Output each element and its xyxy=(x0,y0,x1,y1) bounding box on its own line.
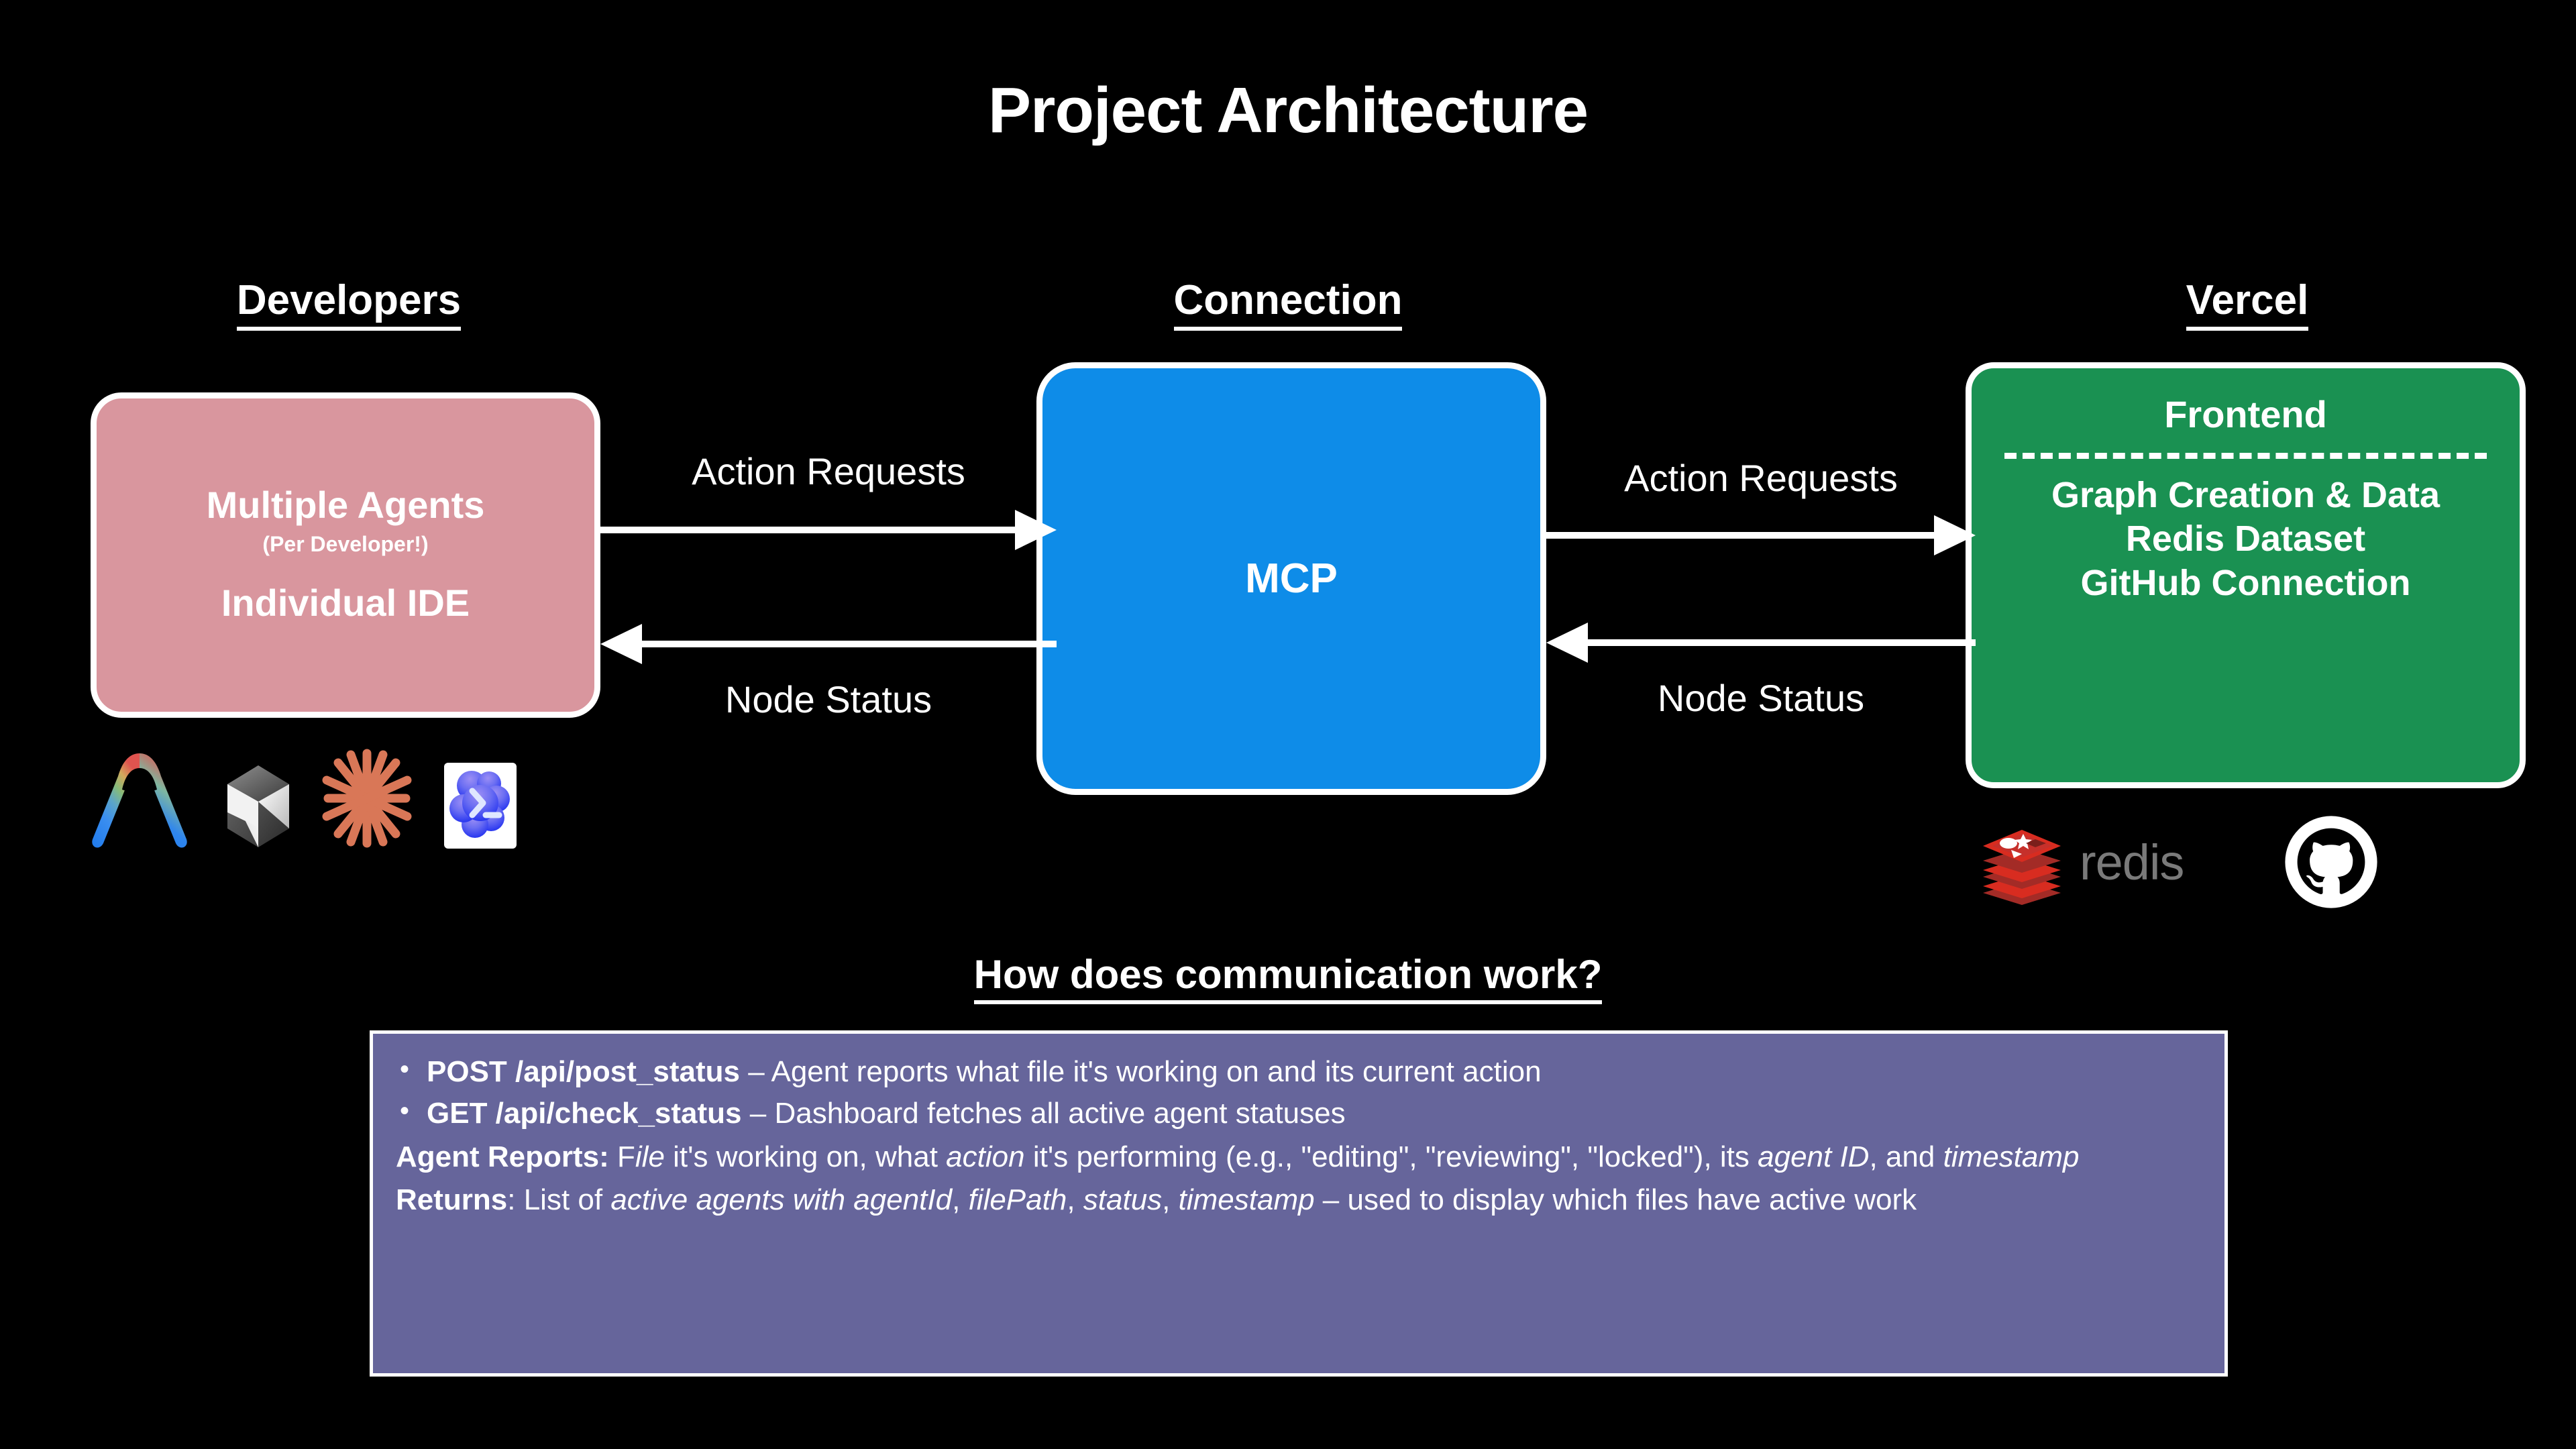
vercel-service-logos: redis xyxy=(1979,815,2378,909)
endpoint-list: POST /api/post_status – Agent reports wh… xyxy=(400,1051,2202,1135)
arrow-label-action-requests-right: Action Requests xyxy=(1624,457,1898,499)
returns-t1: : List of xyxy=(507,1183,611,1217)
endpoint-dash-post: – xyxy=(739,1055,771,1088)
agent-reports-label: Agent Reports: xyxy=(396,1140,609,1173)
page-title: Project Architecture xyxy=(987,74,1589,146)
vercel-line-2: Redis Dataset xyxy=(2125,519,2366,559)
agent-reports-paragraph: Agent Reports: File it's working on, wha… xyxy=(396,1136,2202,1178)
mcp-label: MCP xyxy=(1245,555,1338,602)
returns-t4: , xyxy=(1162,1183,1179,1217)
arrows-developers-mcp: Action Requests Node Status xyxy=(600,450,1057,738)
endpoint-name-get: GET /api/check_status xyxy=(427,1097,742,1130)
returns-i2: filePath xyxy=(968,1183,1067,1217)
vercel-dashed-divider xyxy=(2004,452,2487,459)
returns-i1: active agents with agentId xyxy=(610,1183,953,1217)
returns-t5: – used to display which files have activ… xyxy=(1314,1183,1917,1217)
endpoint-dash-get: – xyxy=(741,1097,775,1130)
list-item: POST /api/post_status – Agent reports wh… xyxy=(400,1051,2202,1093)
agent-reports-i3: agent ID xyxy=(1758,1140,1870,1173)
redis-cubes-icon xyxy=(1983,830,2061,905)
vercel-node-box: Frontend Graph Creation & Data Redis Dat… xyxy=(1966,362,2526,788)
communication-heading-text: How does communication work? xyxy=(973,951,1603,1004)
returns-paragraph: Returns: List of active agents with agen… xyxy=(396,1179,2202,1221)
agent-reports-t4: , and xyxy=(1869,1140,1943,1173)
redis-wordmark: redis xyxy=(2080,834,2184,890)
arrow-right-action-requests-left xyxy=(600,510,1057,550)
redis-logo: redis xyxy=(1979,819,2184,905)
antigravity-icon xyxy=(92,753,187,848)
arrow-left-node-status-left xyxy=(600,624,1057,664)
codex-terminal-icon-tile xyxy=(444,763,517,849)
communication-details-box: POST /api/post_status – Agent reports wh… xyxy=(370,1030,2228,1377)
endpoint-desc-post: Agent reports what file it's working on … xyxy=(771,1055,1542,1088)
arrow-label-action-requests-left: Action Requests xyxy=(692,450,965,492)
vercel-frontend-label: Frontend xyxy=(2164,393,2327,435)
agent-reports-i2: action xyxy=(946,1140,1025,1173)
arrow-label-node-status-right: Node Status xyxy=(1657,677,1865,719)
returns-i3: status xyxy=(1083,1183,1163,1217)
agent-reports-t1: F xyxy=(608,1140,635,1173)
developers-node-box: Multiple Agents (Per Developer!) Individ… xyxy=(91,392,600,718)
arrows-mcp-vercel: Action Requests Node Status xyxy=(1546,456,1976,738)
codex-terminal-icon xyxy=(449,771,510,838)
agent-reports-t2: it's working on, what xyxy=(664,1140,947,1173)
github-octocat-icon xyxy=(2285,816,2378,908)
column-heading-connection: Connection xyxy=(1013,276,1563,331)
developers-main-label: Multiple Agents xyxy=(206,484,485,527)
arrow-left-node-status-right xyxy=(1546,623,1976,663)
column-heading-developers: Developers xyxy=(80,276,617,331)
arrow-right-action-requests-right xyxy=(1546,515,1976,555)
list-item: GET /api/check_status – Dashboard fetche… xyxy=(400,1092,2202,1134)
arrow-label-node-status-left: Node Status xyxy=(724,678,932,720)
claude-icon xyxy=(322,749,412,848)
endpoint-name-post: POST /api/post_status xyxy=(427,1055,740,1088)
endpoint-desc-get: Dashboard fetches all active agent statu… xyxy=(774,1097,1346,1130)
vercel-line-1: Graph Creation & Data xyxy=(2051,474,2440,515)
vercel-line-3: GitHub Connection xyxy=(2080,563,2411,604)
developers-ide-label: Individual IDE xyxy=(221,581,470,624)
returns-t3: , xyxy=(1067,1183,1083,1217)
cursor-icon xyxy=(227,765,289,847)
agent-reports-i4: timestamp xyxy=(1943,1140,2080,1173)
returns-t2: , xyxy=(952,1183,969,1217)
developer-tool-icons xyxy=(80,748,517,849)
developers-sub-label: (Per Developer!) xyxy=(262,531,429,556)
agent-reports-i1: ile xyxy=(635,1140,665,1173)
returns-label: Returns xyxy=(396,1183,508,1217)
column-heading-vercel: Vercel xyxy=(1966,276,2529,331)
communication-heading: How does communication work? xyxy=(0,951,2576,1004)
agent-reports-t3: it's performing (e.g., "editing", "revie… xyxy=(1024,1140,1758,1173)
returns-i4: timestamp xyxy=(1178,1183,1315,1217)
column-heading-developers-text: Developers xyxy=(236,276,462,331)
column-heading-connection-text: Connection xyxy=(1173,276,1403,331)
column-heading-vercel-text: Vercel xyxy=(2186,276,2309,331)
mcp-node-box: MCP xyxy=(1036,362,1546,795)
